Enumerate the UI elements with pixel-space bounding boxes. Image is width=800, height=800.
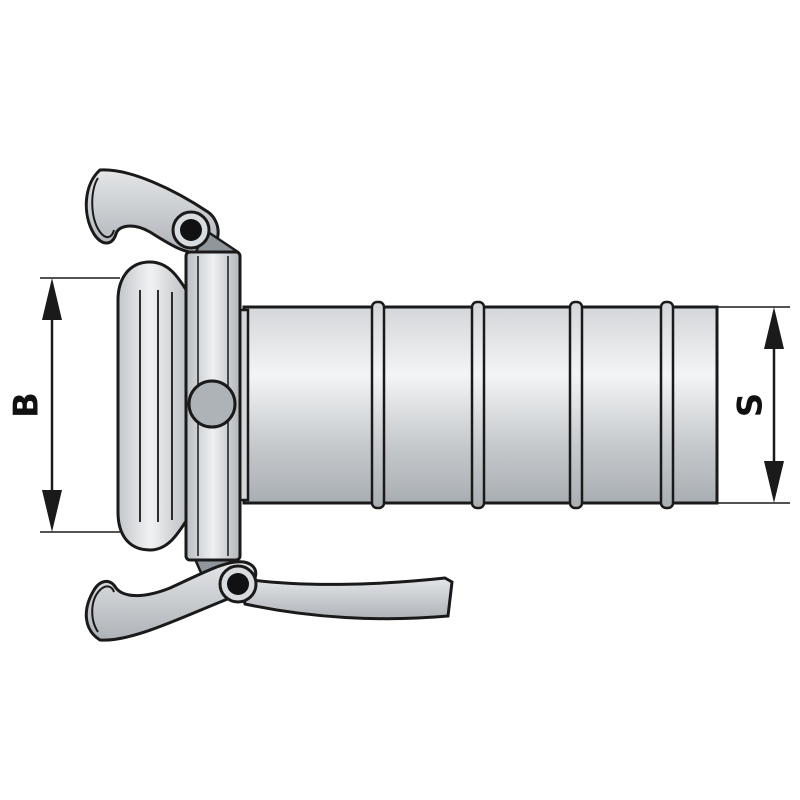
coupling-head	[116, 260, 192, 552]
dimension-b-arrow-top	[42, 278, 62, 320]
dimension-b-label: B	[7, 392, 47, 418]
lower-claw-hook	[91, 585, 115, 633]
dimension-b-arrow-bottom	[42, 490, 62, 532]
rib-4	[659, 300, 675, 510]
dimension-s-arrow-bottom	[764, 461, 784, 503]
rib-3	[568, 300, 584, 510]
hose-tail-ribs	[370, 300, 675, 510]
hose-tail	[236, 300, 719, 510]
dimension-b: B	[7, 277, 120, 533]
coupling-lip	[116, 260, 192, 552]
safety-lever	[235, 576, 454, 621]
upper-pivot-pin	[180, 219, 202, 241]
dimension-s: S	[716, 306, 790, 504]
upper-claw-lever	[84, 168, 240, 264]
rib-2	[470, 300, 486, 510]
ring-stud	[187, 379, 237, 429]
upper-claw-hook	[91, 177, 115, 238]
lower-pivot-pin	[227, 573, 249, 595]
dimension-s-label: S	[731, 393, 771, 418]
dimension-s-arrow-top	[764, 307, 784, 349]
lower-claw-body	[84, 560, 258, 642]
rib-1	[370, 300, 386, 510]
